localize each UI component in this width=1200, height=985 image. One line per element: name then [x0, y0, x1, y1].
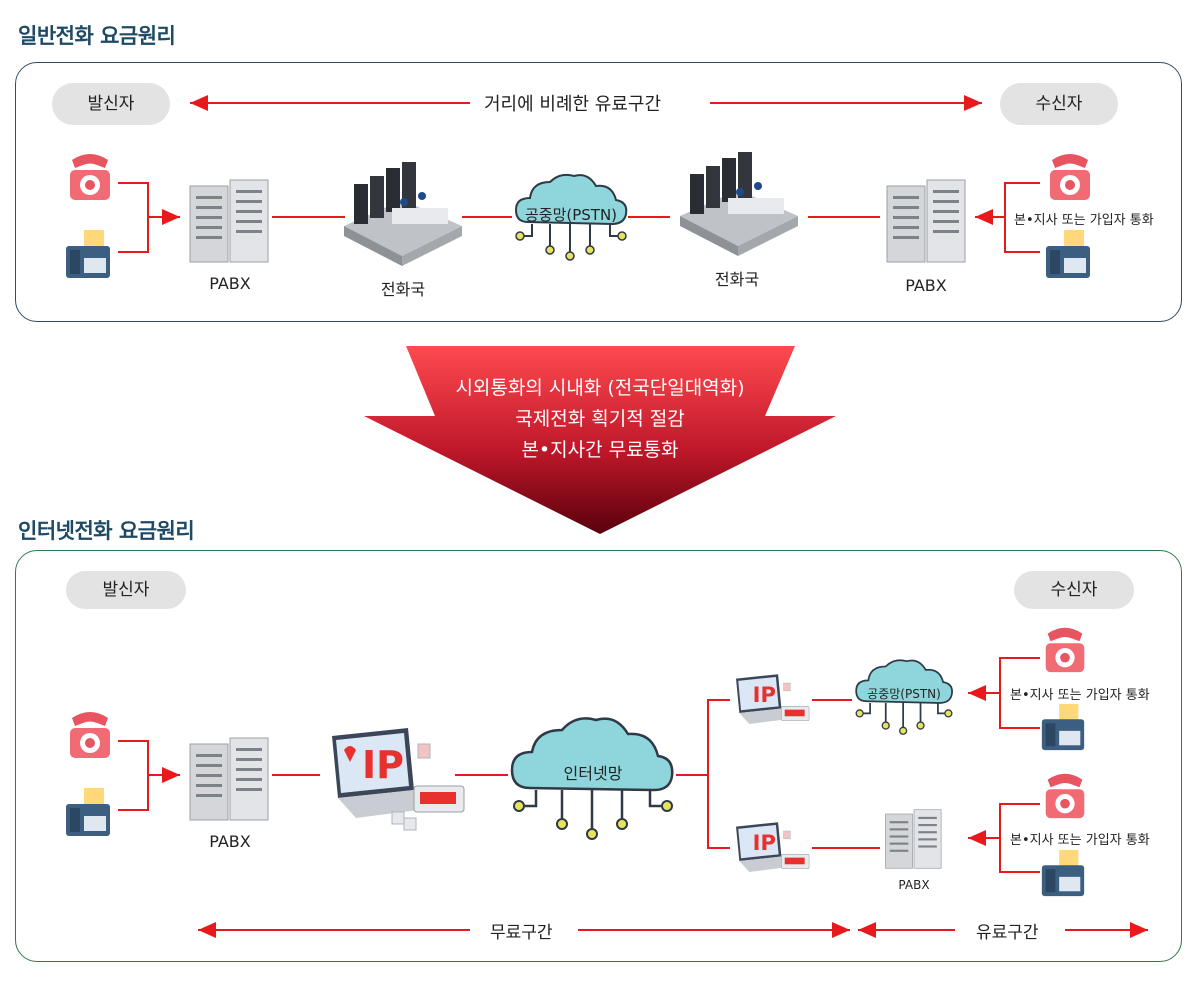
distance-label: 거리에 비례한 유료구간 [472, 90, 674, 116]
general-call-title: 일반전화 요금원리 [18, 24, 176, 48]
fax-icon [1042, 228, 1094, 284]
telephone-icon [62, 706, 118, 766]
benefit-line-1: 시외통화의 시내화 (전국단일대역화) [455, 377, 745, 399]
exchange-office-icon [340, 160, 466, 272]
cloud-network-icon [512, 170, 630, 266]
internet-label: 인터넷망 [563, 764, 623, 783]
ip-laptop-icon: IP [730, 820, 814, 886]
svg-text:IP: IP [753, 830, 776, 855]
pabx-label-top-right: PABX [905, 276, 947, 295]
ip-laptop-icon: IP [322, 724, 472, 840]
pstn-label-top: 공중망(PSTN) [524, 206, 618, 224]
telephone-icon [1038, 768, 1092, 826]
server-icon [884, 808, 944, 874]
branch-label-top: 본•지사 또는 가입자 통화 [1012, 209, 1156, 228]
benefit-line-3: 본•지사간 무료통화 [521, 439, 679, 461]
branch-label-bottom-2: 본•지사 또는 가입자 통화 [1008, 829, 1152, 848]
pabx-label-top-left: PABX [209, 274, 251, 293]
fax-icon [62, 786, 114, 842]
svg-text:IP: IP [362, 743, 404, 787]
server-icon [885, 178, 969, 268]
sender-pill-top: 발신자 [52, 83, 170, 125]
fax-icon [1038, 702, 1088, 756]
server-icon [188, 178, 272, 268]
exchange-label-top-right: 전화국 [714, 270, 760, 289]
ip-laptop-icon: IP [730, 672, 814, 738]
exchange-office-icon [676, 150, 802, 262]
branch-label-bottom-1: 본•지사 또는 가입자 통화 [1008, 684, 1152, 703]
internet-call-title: 인터넷전화 요금원리 [18, 519, 195, 543]
server-icon [188, 736, 272, 826]
pabx-label-bottom-right: PABX [898, 878, 930, 892]
sender-pill-bottom: 발신자 [66, 571, 186, 609]
fax-icon [1038, 848, 1088, 902]
pabx-label-bottom-left: PABX [209, 832, 251, 851]
telephone-icon [62, 148, 118, 208]
benefit-line-2: 국제전화 획기적 절감 [515, 408, 685, 430]
free-section-label: 무료구간 [478, 918, 565, 943]
cloud-network-icon [852, 656, 956, 740]
exchange-label-top-left: 전화국 [380, 280, 426, 299]
receiver-pill-bottom: 수신자 [1014, 571, 1134, 609]
fax-icon [62, 228, 114, 284]
svg-text:IP: IP [753, 682, 776, 707]
cloud-network-icon [508, 712, 678, 846]
pstn-label-bottom: 공중망(PSTN) [867, 687, 941, 701]
telephone-icon [1042, 148, 1098, 208]
receiver-pill-top: 수신자 [1000, 83, 1118, 125]
telephone-icon [1038, 622, 1092, 680]
paid-section-label: 유료구간 [964, 918, 1051, 943]
